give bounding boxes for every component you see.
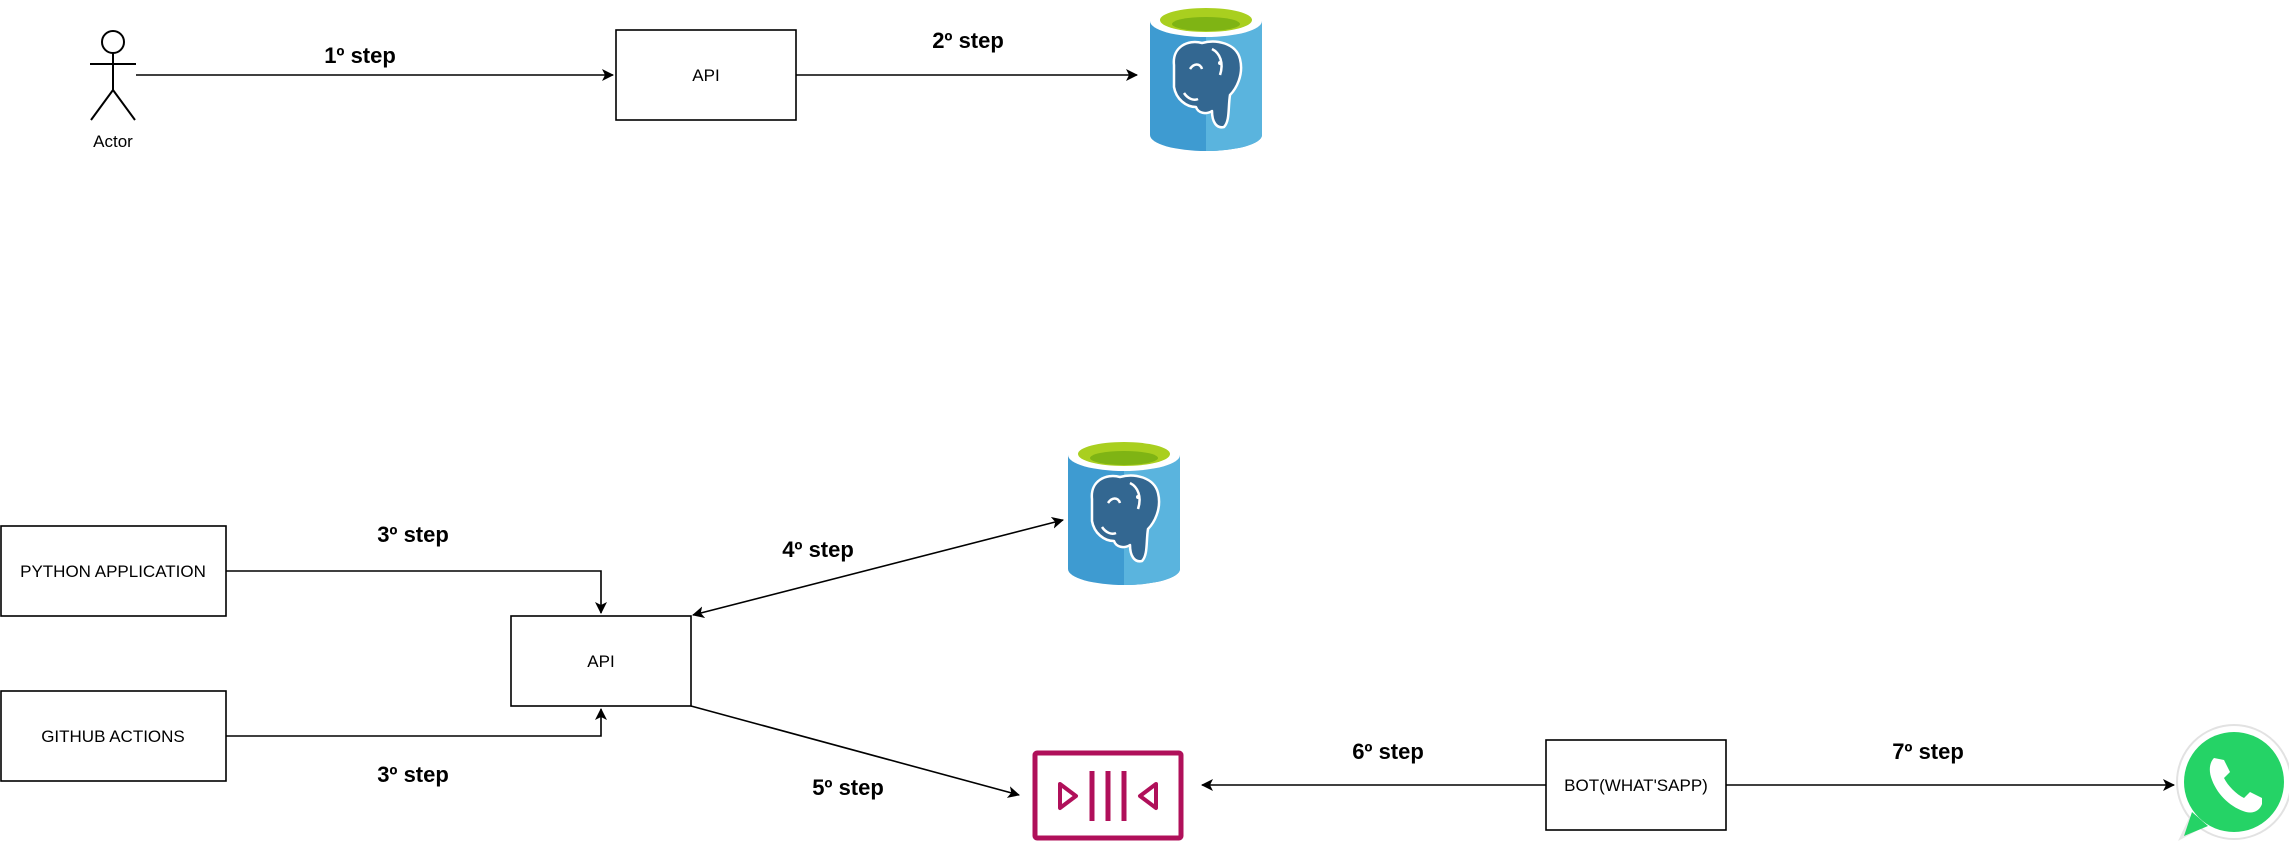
arrow-step-3-github [226,708,607,737]
actor-icon [90,30,136,121]
api-bottom-box [510,615,692,707]
arrow-step-5 [690,705,1020,798]
step-3-github-label: 3º step [377,762,449,787]
step-7-label: 7º step [1892,739,1964,764]
api-top-label: API [692,66,719,85]
actor-label: Actor [93,132,133,151]
python-application-label: PYTHON APPLICATION [20,562,206,581]
arrow-step-4 [692,516,1064,619]
step-4-label: 4º step [782,537,854,562]
api-bottom-label: API [587,652,614,671]
github-actions-label: GITHUB ACTIONS [41,727,185,746]
postgresql-database-bottom-icon [1066,437,1182,587]
github-actions-box [0,690,227,782]
step-1-label: 1º step [324,43,396,68]
step-3-python-label: 3º step [377,522,449,547]
step-2-label: 2º step [932,28,1004,53]
bot-whatsapp-label: BOT(WHAT'SAPP) [1564,776,1708,795]
postgresql-database-top-icon [1148,3,1264,153]
bot-whatsapp-box [1545,739,1727,831]
step-5-label: 5º step [812,775,884,800]
python-application-box [0,525,227,617]
step-6-label: 6º step [1352,739,1424,764]
arrow-step-3-python [226,570,607,614]
message-queue-icon [1032,750,1184,841]
whatsapp-icon [2176,724,2289,841]
api-top-box [615,29,797,121]
